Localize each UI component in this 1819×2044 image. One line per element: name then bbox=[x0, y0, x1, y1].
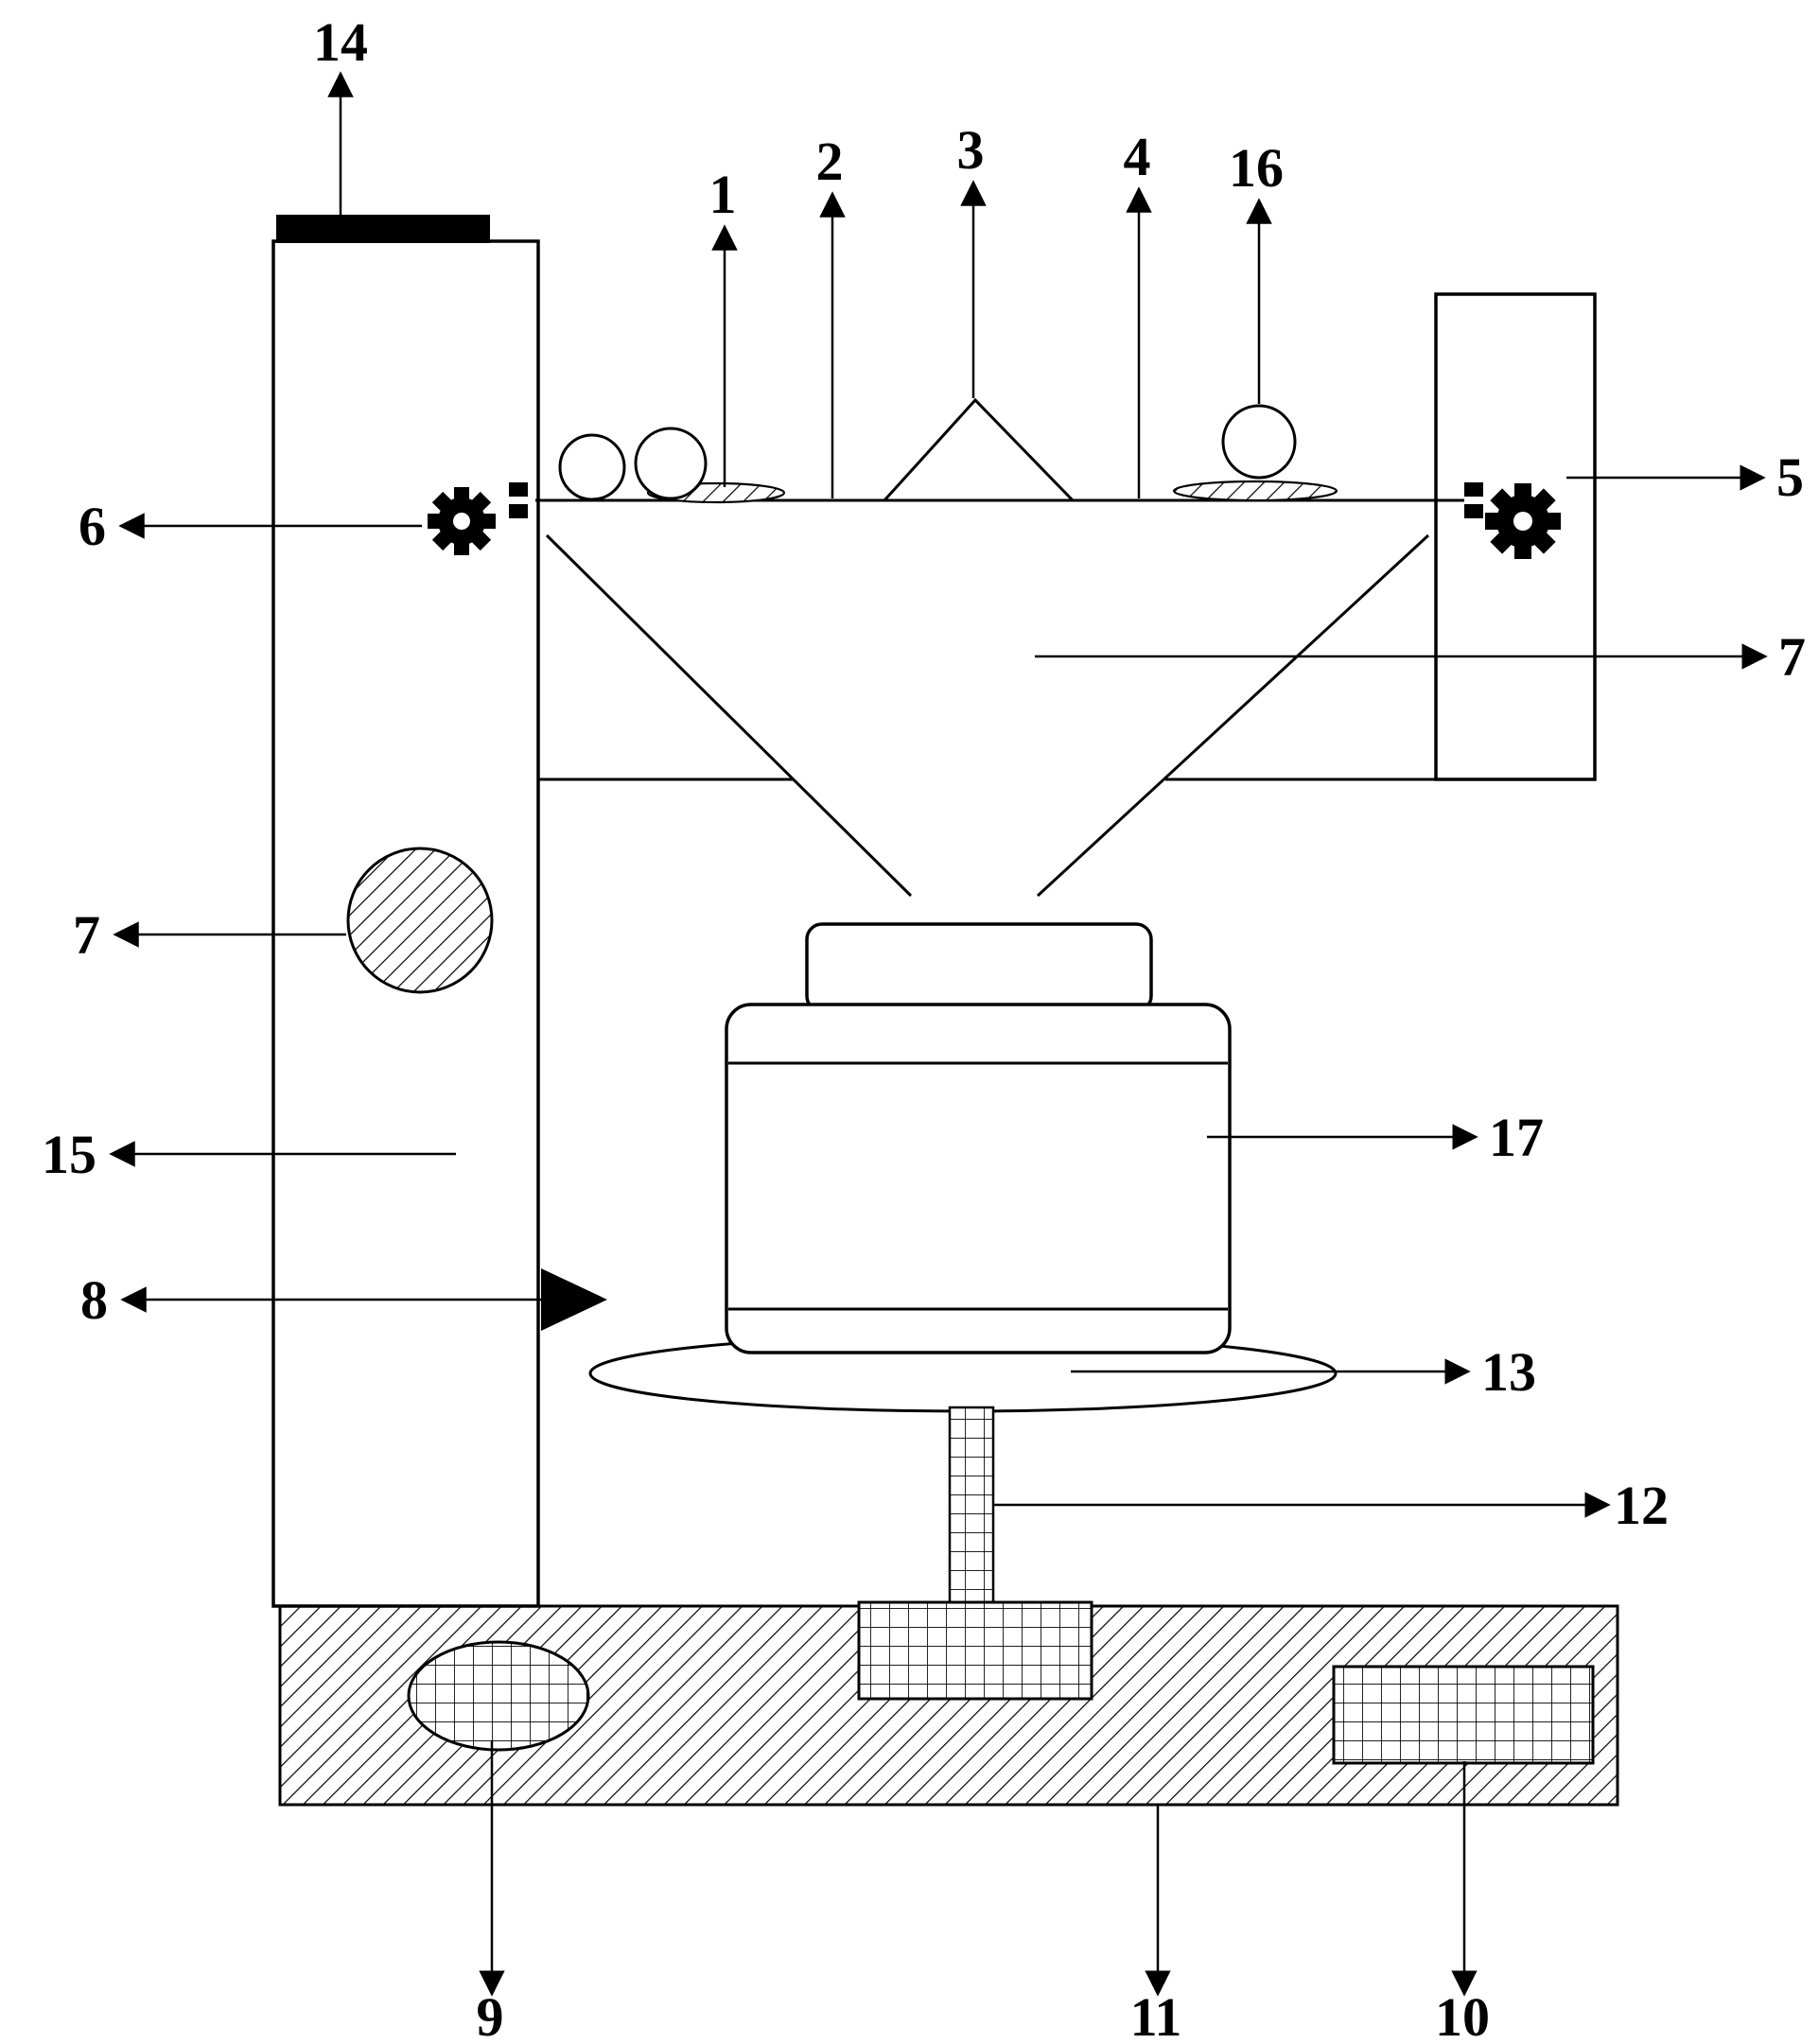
label-1: 1 bbox=[709, 164, 737, 225]
label-6: 6 bbox=[79, 496, 106, 557]
label-5: 5 bbox=[1776, 446, 1804, 508]
hopper-triangle bbox=[883, 397, 1075, 502]
gear-left-clamp bbox=[509, 482, 528, 497]
label-13: 13 bbox=[1481, 1341, 1536, 1403]
roller-right-icon bbox=[634, 427, 708, 500]
label-12: 12 bbox=[1614, 1475, 1669, 1536]
gear-right-clamp bbox=[1464, 504, 1483, 518]
label-11: 11 bbox=[1130, 1986, 1182, 2044]
label-10: 10 bbox=[1435, 1986, 1490, 2044]
base-block bbox=[1332, 1665, 1595, 1765]
funnel-right-wall bbox=[1036, 533, 1430, 898]
motor-circle bbox=[346, 847, 494, 994]
label-9: 9 bbox=[477, 1986, 504, 2044]
label-7-left: 7 bbox=[73, 904, 100, 966]
base-ellipse bbox=[407, 1640, 590, 1752]
label-7-right: 7 bbox=[1778, 626, 1806, 688]
label-17: 17 bbox=[1489, 1107, 1544, 1168]
gear-left-icon bbox=[428, 487, 496, 555]
roller-left-icon bbox=[558, 433, 626, 501]
label-14: 14 bbox=[313, 11, 368, 73]
jar-neck bbox=[805, 922, 1153, 1013]
gear-right-icon bbox=[1485, 483, 1561, 559]
gear-left-clamp bbox=[509, 504, 528, 518]
jar-body bbox=[725, 1003, 1232, 1354]
label-2: 2 bbox=[816, 131, 844, 192]
label-16: 16 bbox=[1229, 137, 1284, 199]
right-frame bbox=[1434, 292, 1597, 781]
funnel-left-wall bbox=[545, 533, 913, 898]
label-4: 4 bbox=[1124, 126, 1151, 187]
support-shaft bbox=[948, 1406, 995, 1606]
shaft-foot bbox=[857, 1600, 1093, 1701]
feed-dish-right bbox=[1172, 480, 1338, 502]
label-15: 15 bbox=[42, 1124, 96, 1185]
flow-arrow-icon bbox=[541, 1268, 607, 1331]
label-3: 3 bbox=[957, 119, 985, 181]
gear-right-clamp bbox=[1464, 482, 1483, 497]
column-cap bbox=[276, 215, 490, 243]
label-8: 8 bbox=[80, 1269, 108, 1331]
ball-right-icon bbox=[1221, 404, 1297, 480]
